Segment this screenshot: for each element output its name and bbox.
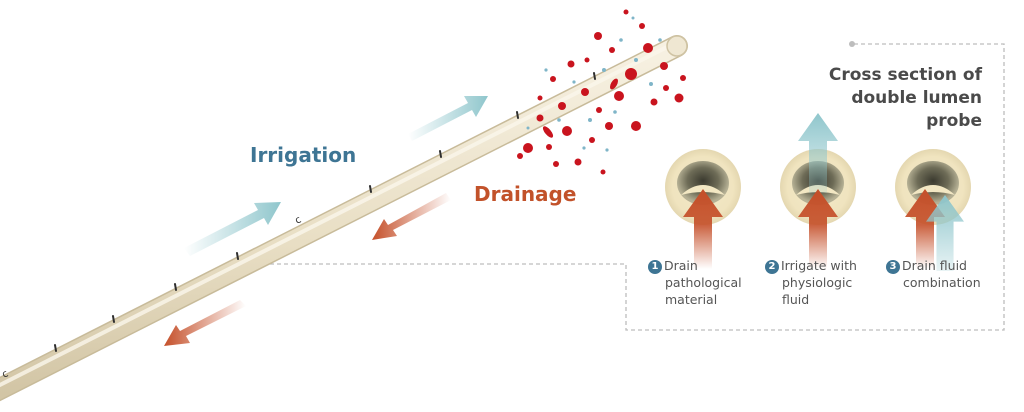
step-caption-line: physiologic [782, 275, 853, 290]
step-caption-line: Drain fluid [902, 258, 967, 273]
cross-section-title: Cross section of double lumen probe [802, 64, 982, 133]
step-caption-line: pathological [665, 275, 742, 290]
step-caption-line: Drain [664, 258, 698, 273]
probe-markings: с с [0, 214, 303, 380]
step-caption-line: material [665, 292, 718, 307]
cross-section-2 [780, 113, 856, 269]
irrigation-arrow-lower [184, 202, 281, 256]
callout-frame [250, 43, 1005, 331]
step-caption-line: fluid [782, 292, 810, 307]
irrigation-arrows [184, 96, 488, 256]
probe-marking-1: с [293, 214, 303, 226]
callout-anchor-dot [849, 41, 855, 47]
probe-marking-2: с [0, 368, 10, 380]
probe-tick-marks [54, 72, 596, 352]
title-line-3: probe [926, 111, 982, 131]
probe-tip [666, 35, 688, 57]
title-line-1: Cross section of [828, 65, 982, 85]
cross-section-3 [895, 149, 971, 271]
fluid-splatter [517, 9, 686, 175]
step-number-badge: 3 [886, 260, 900, 274]
step-caption-line: Irrigate with [781, 258, 857, 273]
drainage-label: Drainage [474, 182, 577, 206]
cross-section-1 [665, 149, 741, 269]
irrigation-arrow-upper [408, 96, 488, 141]
drainage-arrow-upper [372, 193, 451, 240]
drainage-arrows [164, 193, 451, 346]
title-line-2: double lumen [851, 88, 982, 108]
irrigation-label: Irrigation [250, 143, 357, 167]
step-number-badge: 1 [648, 260, 662, 274]
step-number-badge: 2 [765, 260, 779, 274]
drainage-arrow-lower [164, 300, 246, 346]
step-caption-line: combination [903, 275, 981, 290]
